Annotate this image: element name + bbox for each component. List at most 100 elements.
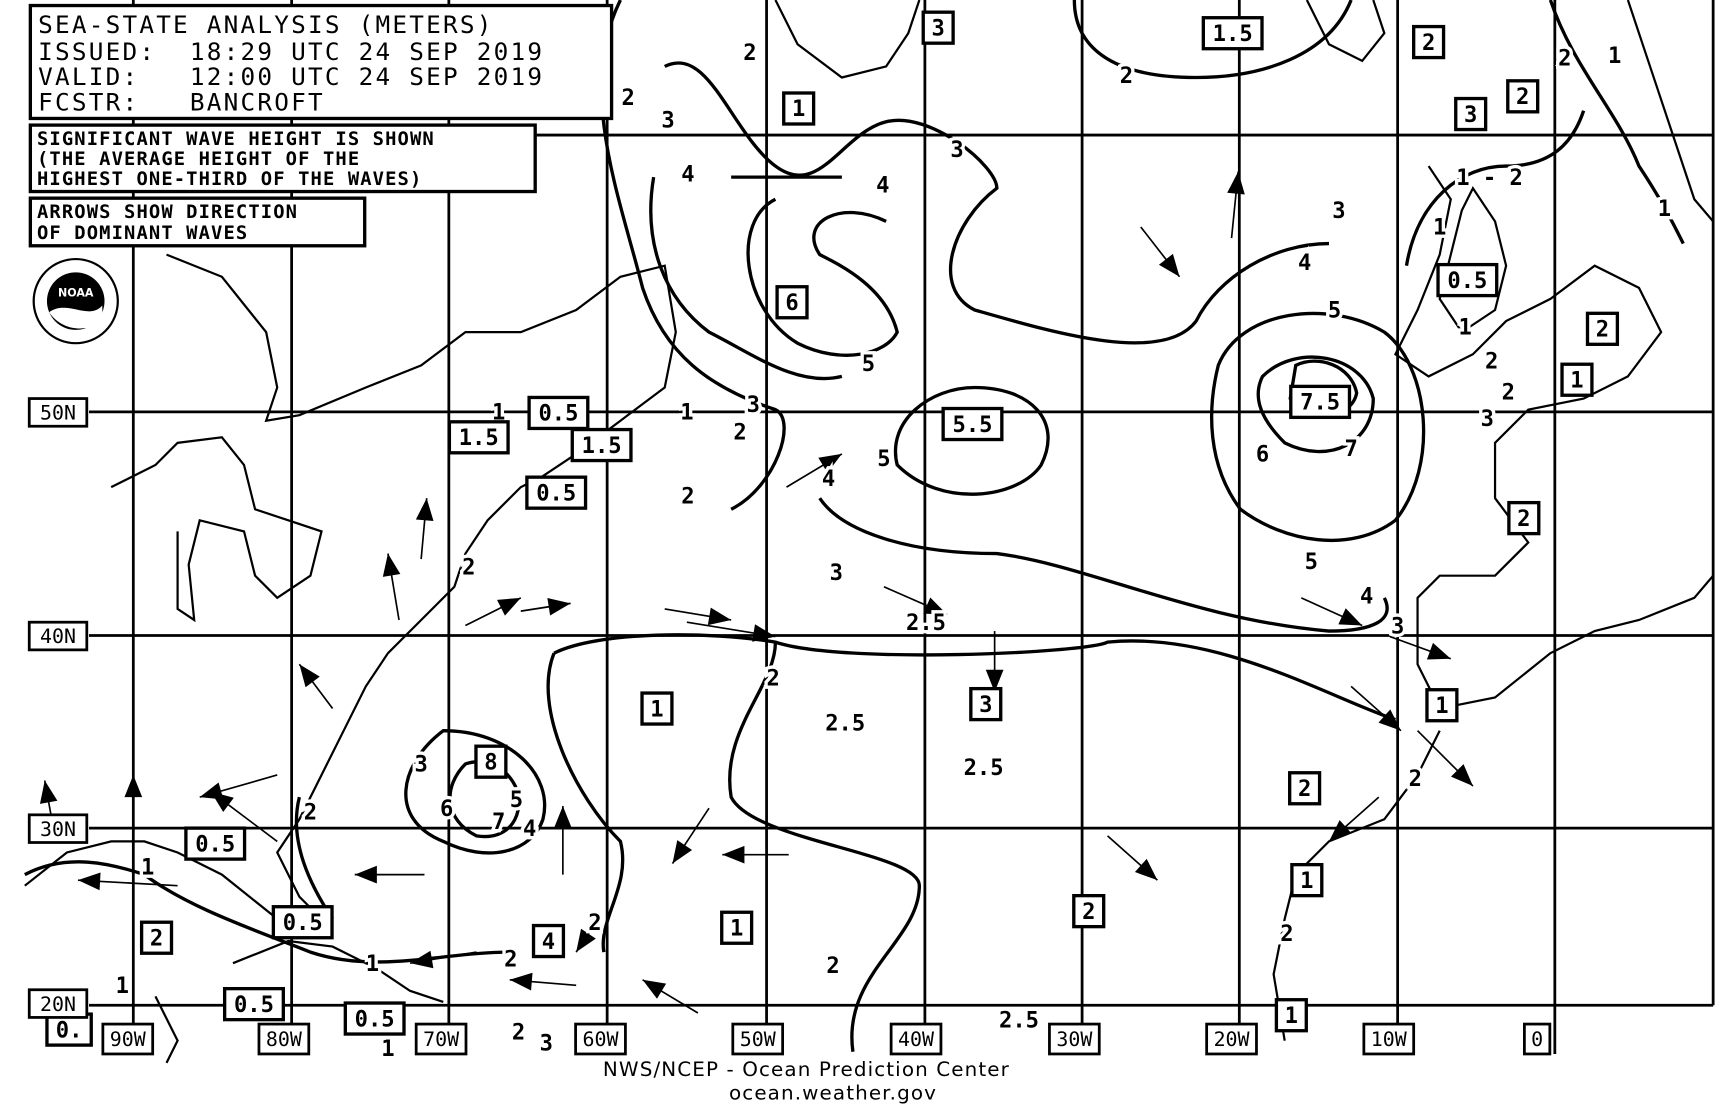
latitude-label: 40N [40,625,76,648]
contour-label: 1 [680,400,693,426]
arrowhead-icon [39,780,58,804]
contour-label: 2 [1485,349,1498,375]
coast-gulf [24,840,278,920]
contour-label: 2 [588,910,601,936]
contour-label: 4 [876,173,889,199]
arrowhead-icon [985,669,1004,692]
wave-height-note: SIGNIFICANT WAVE HEIGHT IS SHOWN (THE AV… [28,123,537,194]
contour-label: 3 [540,1031,553,1057]
latitude-label: 20N [40,993,76,1016]
contour-label: 7 [492,809,505,835]
arrowhead-icon [1328,820,1352,842]
boxed-wave-height: 2 [1422,30,1435,56]
coast-iceland [1305,0,1386,63]
contour-line [1548,0,1685,245]
contour-line [553,633,1396,722]
longitude-label: 10W [1371,1028,1407,1051]
boxed-wave-height: 0.5 [234,992,274,1018]
contour-label: 1 [1458,314,1471,340]
contour-label: 7 [1344,436,1357,462]
boxed-wave-height: 0.5 [1447,268,1487,294]
longitude-label: 50W [740,1028,776,1051]
longitude-label: 20W [1214,1028,1250,1051]
boxed-wave-height: 1 [650,696,663,722]
coast-great-lakes [110,436,323,623]
forecaster: FCSTR: BANCROFT [38,88,325,117]
boxed-wave-height: 0.5 [536,480,576,506]
contour-label: 5 [1305,549,1318,575]
boxed-wave-height: 1 [1570,367,1583,393]
contour-label: 5 [1328,298,1341,324]
longitude-label: 70W [423,1028,459,1051]
longitude-label: 0 [1531,1028,1543,1051]
latitude-label: 30N [40,818,76,841]
longitude-label: 80W [266,1028,302,1051]
arrowhead-icon [199,782,224,800]
contour-label: 3 [661,107,674,133]
boxed-wave-height: 0.5 [283,910,323,936]
boxed-wave-height: 5.5 [953,412,993,438]
contour-label: 5 [862,351,875,377]
contour-line [1404,110,1586,266]
boxed-wave-height: 1 [792,96,805,122]
coast-cuba [232,939,444,1003]
contour-label: 2 [681,484,694,510]
contour-label: 4 [523,816,536,842]
arrowhead-icon [415,498,434,522]
contour-label: 1 [381,1036,394,1062]
contour-label: 6 [1256,442,1269,468]
coast-greenland [774,0,921,79]
contour-label: 2 [1558,45,1571,71]
contour-label: 2 [1280,921,1293,947]
contour-label: 2 [462,555,475,581]
coast-uk [1438,186,1508,334]
contour-label: 4 [822,466,835,492]
boxed-wave-height: 0.5 [195,831,235,857]
boxed-wave-height: 2 [150,925,163,951]
arrowhead-icon [547,598,571,616]
boxed-wave-height: 1 [1300,868,1313,894]
boxed-wave-height: 2 [1517,506,1530,532]
chart-title: SEA-STATE ANALYSIS (METERS) [38,10,494,39]
arrowhead-icon [1227,171,1245,195]
contour-label: 1 [1658,196,1671,222]
issued-time: ISSUED: 18:29 UTC 24 SEP 2019 [38,37,544,66]
footer-url[interactable]: ocean.weather.gov [729,1081,937,1104]
title-block: SEA-STATE ANALYSIS (METERS) ISSUED: 18:2… [28,3,614,121]
contour-label: 4 [1360,583,1373,609]
arrowhead-icon [752,624,776,642]
footer-agency: NWS/NCEP - Ocean Prediction Center [603,1058,1010,1081]
longitude-label: 30W [1056,1028,1092,1051]
contour-label: 2 [622,85,635,111]
contour-line [649,176,843,381]
contour-label: 2 [512,1020,525,1046]
contour-label: 2.5 [964,755,1004,781]
boxed-wave-height: 0. [56,1017,83,1043]
boxed-wave-height: 3 [1464,102,1477,128]
coast-central-america [154,995,179,1064]
arrowhead-icon [354,865,377,884]
boxed-wave-height: 1 [1285,1003,1298,1029]
valid-time: VALID: 12:00 UTC 24 SEP 2019 [38,62,544,91]
contour-line [746,197,899,357]
contour-label: 3 [950,137,963,163]
contour-label: 2 [1409,766,1422,792]
arrowhead-icon [124,774,143,798]
latitude-label: 50N [40,402,76,425]
contour-label: 3 [1391,613,1404,639]
contour-line [728,642,922,1052]
note-line: (THE AVERAGE HEIGHT OF THE [37,149,360,170]
arrowhead-icon [77,872,101,891]
contour-label: 3 [747,392,760,418]
boxed-wave-height: 1 [1435,693,1448,719]
arrowhead-icon [642,979,667,999]
contour-label: 4 [1298,250,1311,276]
arrowhead-icon [923,597,948,615]
contour-label: 5 [877,446,890,472]
boxed-wave-height: 1.5 [459,425,499,451]
arrowhead-icon [1450,764,1473,787]
coast-africa [1272,730,1441,1041]
boxed-wave-height: 7.5 [1300,390,1340,416]
